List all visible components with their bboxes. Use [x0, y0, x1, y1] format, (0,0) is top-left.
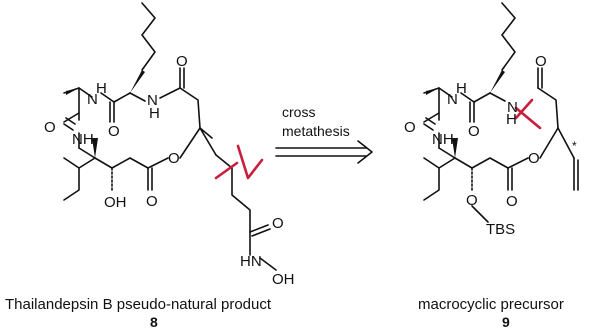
ester-co-left [147, 167, 153, 191]
ile-right [423, 157, 456, 169]
atom-o-amide-mid-left: O [108, 123, 120, 140]
arrow-label-cross: cross [282, 104, 315, 120]
atom-nh-right: NH [432, 131, 454, 148]
ring-close-left [179, 127, 201, 159]
wedge-norleu-left [130, 70, 145, 93]
butyl-chain-right [501, 2, 516, 71]
atom-h-nh2-left: H [149, 105, 160, 122]
ester-o-right [507, 157, 529, 169]
atom-o-ester-ring-left: O [168, 150, 180, 167]
n-oh-left [259, 257, 277, 271]
atom-o-ester-ring-right: O [528, 150, 540, 167]
vinyl-right [557, 127, 575, 159]
ester-o-left [147, 157, 169, 169]
atom-h-nh2-right: H [506, 111, 517, 128]
arrow-label-metathesis: metathesis [282, 123, 350, 139]
atom-o-ketone-right: O [535, 53, 547, 70]
vinyl-double-right [573, 157, 579, 191]
atom-hn-left: HN [240, 253, 262, 270]
hydroxamic-co-left [249, 224, 271, 237]
left-amide-left [63, 112, 80, 123]
ring-bottom-1-right [438, 147, 456, 159]
atom-n-nh1-left: N [87, 91, 98, 108]
atom-n-nh2-right: N [507, 99, 518, 116]
atom-o-left-amide-left: O [44, 119, 56, 136]
caption-compound-9: macrocyclic precursor [418, 296, 564, 313]
arrow-head [357, 140, 373, 164]
nh-bond-right [460, 92, 475, 103]
caption-compound-8: Thailandepsin B pseudo-natural product [5, 296, 272, 313]
ala-bonds-left [78, 87, 93, 114]
ester-co-right [507, 167, 513, 191]
compound-number-9: 9 [502, 314, 510, 329]
side-chain-left [215, 154, 251, 233]
wedge-norleu-right [490, 70, 505, 93]
atom-o-left-amide-right: O [404, 119, 416, 136]
atom-o-hydroxamic-left: O [272, 215, 284, 232]
wedge-ala-left [66, 88, 79, 95]
wedge-ala-right [426, 88, 439, 95]
atom-o-ester-c-right: O [506, 193, 518, 210]
ring-bottom-3-right [471, 157, 509, 169]
atom-n-nh1-right: N [447, 91, 458, 108]
amide-co-right [469, 101, 475, 123]
alpha-nh-right [489, 92, 506, 102]
atom-n-nh2-left: N [147, 92, 158, 109]
wedge-h-left [92, 138, 98, 158]
atom-o-amide-mid-right: O [468, 123, 480, 140]
amide-co-left [109, 101, 115, 123]
arrow-shaft [275, 147, 367, 157]
atom-oh-left: OH [104, 194, 127, 211]
ile-ethyl-left [63, 167, 80, 201]
atom-tbs-right: TBS [486, 221, 515, 238]
atom-o-ester-c-left: O [146, 193, 158, 210]
red-alkene-left [236, 144, 264, 180]
chain-right-right [537, 87, 559, 129]
ketone-co-right [537, 67, 543, 89]
red-break-left-1 [214, 161, 239, 180]
atom-h-nh1-right: H [456, 80, 467, 97]
left-amide-co-right [423, 117, 436, 131]
molecule-9: H N N H O O NH O O O O TBS * [404, 2, 579, 238]
ring-bottom-2-right [454, 157, 473, 169]
left-amide-right [423, 112, 440, 123]
nh-ketone-left [159, 87, 181, 99]
ring-bottom-1-left [78, 147, 96, 159]
atom-o-ketone-left: O [176, 53, 188, 70]
ile-ethyl-right [423, 167, 440, 201]
wedge-h-right [452, 138, 458, 158]
compound-number-8: 8 [150, 314, 158, 329]
stereo-star-right: * [572, 139, 577, 153]
molecule-8: H N N H O O NH O OH O O O HN OH [44, 2, 295, 288]
nh-bond-left [100, 92, 115, 103]
ring-bottom-2-left [94, 157, 113, 169]
atom-oh-terminal-left: OH [272, 271, 295, 288]
o-tbs-bond-right [471, 205, 489, 223]
atom-o-tbs-right: O [466, 192, 478, 209]
amide-c-alpha-left [113, 92, 131, 103]
atom-h-nh1-left: H [96, 80, 107, 97]
amide-c-alpha-right [473, 92, 491, 103]
ring-close-right [539, 127, 559, 159]
ring-bottom-3-left [111, 157, 149, 169]
retrosynthesis-arrow: cross metathesis [275, 104, 373, 164]
left-amide-co-left [63, 117, 76, 131]
red-break-right [514, 98, 542, 130]
chain-right-left [179, 87, 201, 129]
ile-left [63, 157, 96, 169]
butyl-chain-left [141, 2, 156, 71]
ketone-co-left [179, 67, 185, 89]
side-chain-start-left [199, 127, 217, 156]
ala-bonds-right [438, 87, 453, 114]
atom-nh-left: NH [72, 131, 94, 148]
alpha-nh-left [129, 92, 146, 102]
